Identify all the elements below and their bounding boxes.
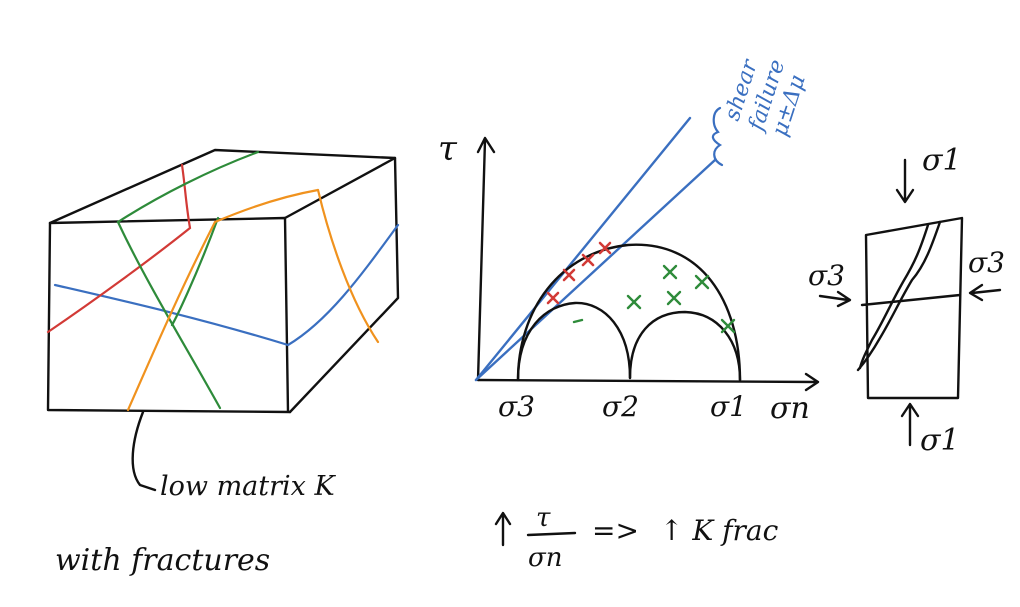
top-load-arrow — [895, 158, 915, 204]
failure-envelope-upper — [474, 116, 692, 382]
fracture-orange-2 — [213, 188, 320, 224]
right-load-arrow — [968, 283, 1002, 302]
mohr-circle-sigma1-sigma3 — [516, 243, 742, 382]
green-cross-5 — [720, 318, 736, 334]
fracture-red — [46, 163, 192, 334]
specimen-top-label: σ1 — [922, 143, 962, 178]
specimen-bottom-label: σ1 — [920, 423, 960, 458]
bottom-load-arrow — [900, 402, 920, 447]
block-caption-line2: with fractures — [55, 543, 270, 578]
tau-axis-label: τ — [438, 129, 458, 169]
left-load-arrow — [818, 290, 852, 308]
sigma-n-label: σn — [770, 391, 810, 426]
fracture-blue — [53, 223, 400, 347]
block-front-face — [46, 216, 292, 414]
relation-result: ↑ K frac — [660, 514, 779, 547]
red-cross-3 — [581, 253, 595, 267]
envelope-brace — [711, 106, 724, 167]
fracture-green-2 — [116, 150, 260, 224]
block-top-face — [48, 148, 397, 225]
block-right-face — [288, 156, 400, 414]
fracture-green-3 — [170, 216, 220, 327]
relation-numerator: τ — [536, 503, 551, 533]
relation-implies: => — [592, 514, 639, 547]
red-cross-4 — [598, 241, 612, 255]
block-caption-line1: low matrix K — [160, 471, 336, 502]
relation-denominator: σn — [528, 543, 563, 573]
mohr-circle-sigma2-sigma3 — [516, 301, 632, 382]
green-cross-1 — [662, 264, 678, 280]
green-cross-3 — [626, 294, 642, 310]
specimen-outline — [860, 216, 964, 400]
fracture-green-1 — [116, 220, 222, 410]
critical-fracture-marks — [546, 241, 612, 305]
stable-fracture-marks — [572, 264, 736, 334]
relation-fraction-bar — [526, 531, 577, 537]
fracture-orange-1 — [126, 220, 217, 412]
relation-up-arrow-1 — [494, 511, 512, 547]
specimen: σ1 σ1 σ3 σ3 — [808, 143, 1005, 458]
fracture-orange-3 — [316, 188, 380, 344]
red-cross-1 — [546, 291, 560, 305]
permeability-relation: τ σn => ↑ K frac — [494, 503, 779, 573]
specimen-right-label: σ3 — [968, 246, 1005, 279]
mohr-circle-sigma1-sigma2 — [628, 310, 742, 382]
mohr-diagram: τ shear failure μ±Δμ — [438, 56, 820, 426]
green-cross-2 — [694, 274, 710, 290]
failure-envelope-lower — [474, 158, 717, 382]
fractured-block: low matrix K with fractures — [46, 148, 400, 578]
sigma2-label: σ2 — [602, 390, 639, 423]
caption-pointer — [131, 410, 157, 492]
specimen-shear-fracture-2 — [858, 223, 930, 370]
red-cross-2 — [562, 268, 576, 282]
envelope-label: shear failure μ±Δμ — [720, 56, 811, 140]
sigma3-label: σ3 — [498, 390, 535, 423]
tau-axis — [476, 136, 496, 382]
specimen-shear-fracture — [856, 220, 942, 372]
green-dash — [572, 318, 584, 324]
green-cross-4 — [666, 290, 682, 306]
specimen-left-label: σ3 — [808, 259, 845, 292]
sigma-n-axis — [476, 372, 820, 392]
sigma1-label: σ1 — [710, 390, 747, 423]
